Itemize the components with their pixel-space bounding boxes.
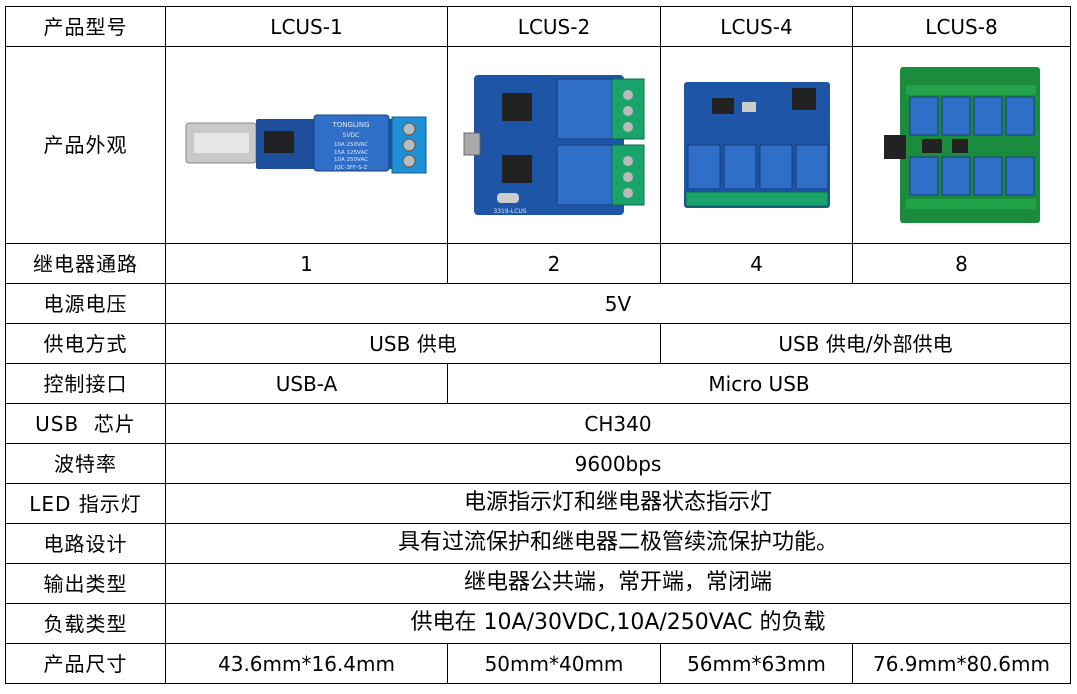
row-channels: 继电器通路 1 2 4 8 bbox=[5, 243, 1071, 284]
photo-lcus2: 3319-LCUS bbox=[447, 46, 661, 244]
model-lcus8: LCUS-8 bbox=[852, 6, 1071, 47]
relay-spec-text: 15A 125VAC bbox=[334, 150, 368, 156]
lcus4-board-image bbox=[683, 82, 830, 208]
cell-circuit: 具有过流保护和继电器二极管续流保护功能。 bbox=[165, 523, 1071, 564]
spec-table: 产品型号 LCUS-1 LCUS-2 LCUS-4 LCUS-8 产品外观 TO… bbox=[5, 6, 1071, 684]
cell-channels: 4 bbox=[660, 243, 853, 284]
lcus2-board-image: 3319-LCUS bbox=[463, 74, 644, 215]
row-chip: USB 芯片 CH340 bbox=[5, 403, 1071, 444]
cell-voltage: 5V bbox=[165, 283, 1071, 324]
photo-lcus8 bbox=[852, 46, 1071, 244]
cell-size: 43.6mm*16.4mm bbox=[165, 643, 448, 684]
cell-output: 继电器公共端，常开端，常闭端 bbox=[165, 563, 1071, 604]
row-circuit: 电路设计 具有过流保护和继电器二极管续流保护功能。 bbox=[5, 523, 1071, 564]
cell-channels: 8 bbox=[852, 243, 1071, 284]
relay-spec-text: 5VDC bbox=[343, 132, 360, 139]
relay-part-text: JQC-3FF-S-Z bbox=[334, 165, 368, 171]
model-lcus2: LCUS-2 bbox=[447, 6, 661, 47]
cell-channels: 2 bbox=[447, 243, 661, 284]
row-label-channels: 继电器通路 bbox=[5, 243, 166, 284]
row-interface: 控制接口 USB-A Micro USB bbox=[5, 363, 1071, 404]
row-label-interface: 控制接口 bbox=[5, 363, 166, 404]
relay-spec-text: 10A 250VAC bbox=[334, 157, 368, 163]
row-led: LED 指示灯 电源指示灯和继电器状态指示灯 bbox=[5, 483, 1071, 524]
row-label-appearance: 产品外观 bbox=[5, 46, 166, 244]
row-load: 负载类型 供电在 10A/30VDC,10A/250VAC 的负载 bbox=[5, 603, 1071, 644]
row-size: 产品尺寸 43.6mm*16.4mm 50mm*40mm 56mm*63mm 7… bbox=[5, 643, 1071, 684]
row-label-circuit: 电路设计 bbox=[5, 523, 166, 564]
cell-chip: CH340 bbox=[165, 403, 1071, 444]
cell-interface-micro-usb: Micro USB bbox=[447, 363, 1071, 404]
cell-channels: 1 bbox=[165, 243, 448, 284]
photo-lcus4 bbox=[660, 46, 853, 244]
cell-interface-usb-a: USB-A bbox=[165, 363, 448, 404]
row-supply: 供电方式 USB 供电 USB 供电/外部供电 bbox=[5, 323, 1071, 364]
row-label-supply: 供电方式 bbox=[5, 323, 166, 364]
row-label-chip: USB 芯片 bbox=[5, 403, 166, 444]
row-voltage: 电源电压 5V bbox=[5, 283, 1071, 324]
model-lcus4: LCUS-4 bbox=[660, 6, 853, 47]
row-label-output: 输出类型 bbox=[5, 563, 166, 604]
row-label-model: 产品型号 bbox=[5, 6, 166, 47]
relay-brand-text: TONGLING bbox=[331, 121, 369, 129]
row-label-load: 负载类型 bbox=[5, 603, 166, 644]
row-label-baud: 波特率 bbox=[5, 443, 166, 484]
cell-size: 56mm*63mm bbox=[660, 643, 853, 684]
model-lcus1: LCUS-1 bbox=[165, 6, 448, 47]
cell-baud: 9600bps bbox=[165, 443, 1071, 484]
row-output: 输出类型 继电器公共端，常开端，常闭端 bbox=[5, 563, 1071, 604]
row-label-size: 产品尺寸 bbox=[5, 643, 166, 684]
row-appearance: 产品外观 TONGLING 5VDC 10A 250VAC 15A 125VAC… bbox=[5, 46, 1071, 244]
relay-spec-text: 10A 250VAC bbox=[334, 142, 368, 148]
cell-led: 电源指示灯和继电器状态指示灯 bbox=[165, 483, 1071, 524]
cell-supply-usb: USB 供电 bbox=[165, 323, 661, 364]
row-model: 产品型号 LCUS-1 LCUS-2 LCUS-4 LCUS-8 bbox=[5, 6, 1071, 47]
cell-size: 50mm*40mm bbox=[447, 643, 661, 684]
cell-load: 供电在 10A/30VDC,10A/250VAC 的负载 bbox=[165, 603, 1071, 644]
lcus8-board-image bbox=[883, 67, 1040, 223]
board-label-text: 3319-LCUS bbox=[493, 208, 526, 215]
lcus1-board-image: TONGLING 5VDC 10A 250VAC 15A 125VAC 10A … bbox=[185, 114, 427, 174]
cell-supply-usb-external: USB 供电/外部供电 bbox=[660, 323, 1071, 364]
photo-lcus1: TONGLING 5VDC 10A 250VAC 15A 125VAC 10A … bbox=[165, 46, 448, 244]
row-baud: 波特率 9600bps bbox=[5, 443, 1071, 484]
row-label-led: LED 指示灯 bbox=[5, 483, 166, 524]
cell-size: 76.9mm*80.6mm bbox=[852, 643, 1071, 684]
row-label-voltage: 电源电压 bbox=[5, 283, 166, 324]
